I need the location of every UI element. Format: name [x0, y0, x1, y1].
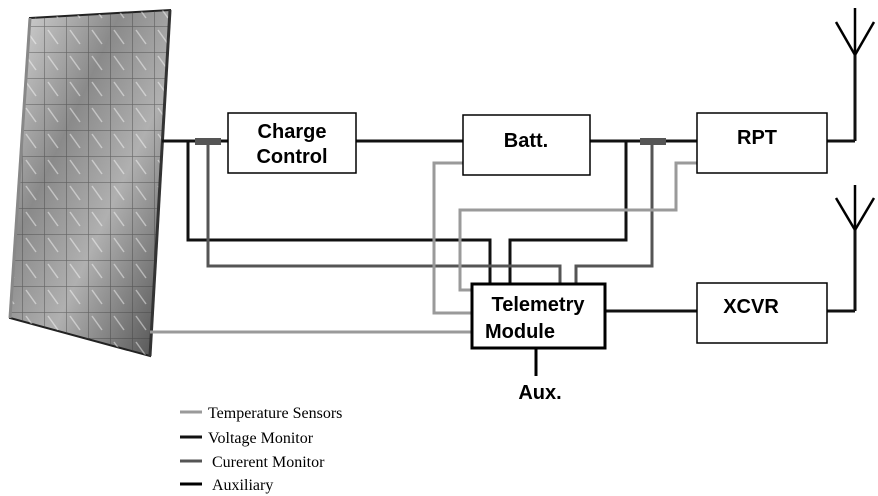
legend-item-current: Curerent Monitor — [180, 454, 325, 471]
legend: Temperature Sensors Voltage Monitor Cure… — [180, 405, 342, 494]
rpt-antenna-icon — [834, 8, 876, 56]
battery-label: Batt. — [504, 130, 548, 152]
legend-item-voltage: Voltage Monitor — [180, 430, 314, 447]
repeater-label: RPT — [737, 127, 777, 149]
battery-block: Batt. — [462, 114, 591, 176]
telemetry-module-block: Telemetry Module — [470, 282, 607, 350]
charge-control-label-line1: Charge — [258, 121, 327, 143]
legend-auxiliary-label: Auxiliary — [212, 477, 273, 494]
xcvr-antenna-icon — [834, 185, 876, 231]
legend-item-auxiliary: Auxiliary — [180, 477, 273, 494]
legend-temperature-label: Temperature Sensors — [208, 405, 342, 422]
temperature-sensor-wiring — [150, 161, 697, 334]
legend-item-temperature: Temperature Sensors — [180, 405, 342, 422]
charge-control-label-line2: Control — [256, 146, 327, 168]
telemetry-label-line1: Telemetry — [491, 294, 585, 316]
transceiver-label: XCVR — [723, 296, 779, 318]
legend-current-label: Curerent Monitor — [212, 454, 325, 471]
solar-panel-image — [8, 8, 172, 358]
current-monitor-wiring — [195, 138, 666, 284]
power-wiring — [162, 55, 857, 313]
repeater-block: RPT — [696, 112, 828, 174]
legend-voltage-label: Voltage Monitor — [208, 430, 314, 447]
telemetry-label-line2: Module — [485, 321, 555, 343]
transceiver-block: XCVR — [696, 282, 828, 344]
charge-control-block: Charge Control — [227, 112, 357, 174]
aux-label: Aux. — [518, 382, 561, 404]
